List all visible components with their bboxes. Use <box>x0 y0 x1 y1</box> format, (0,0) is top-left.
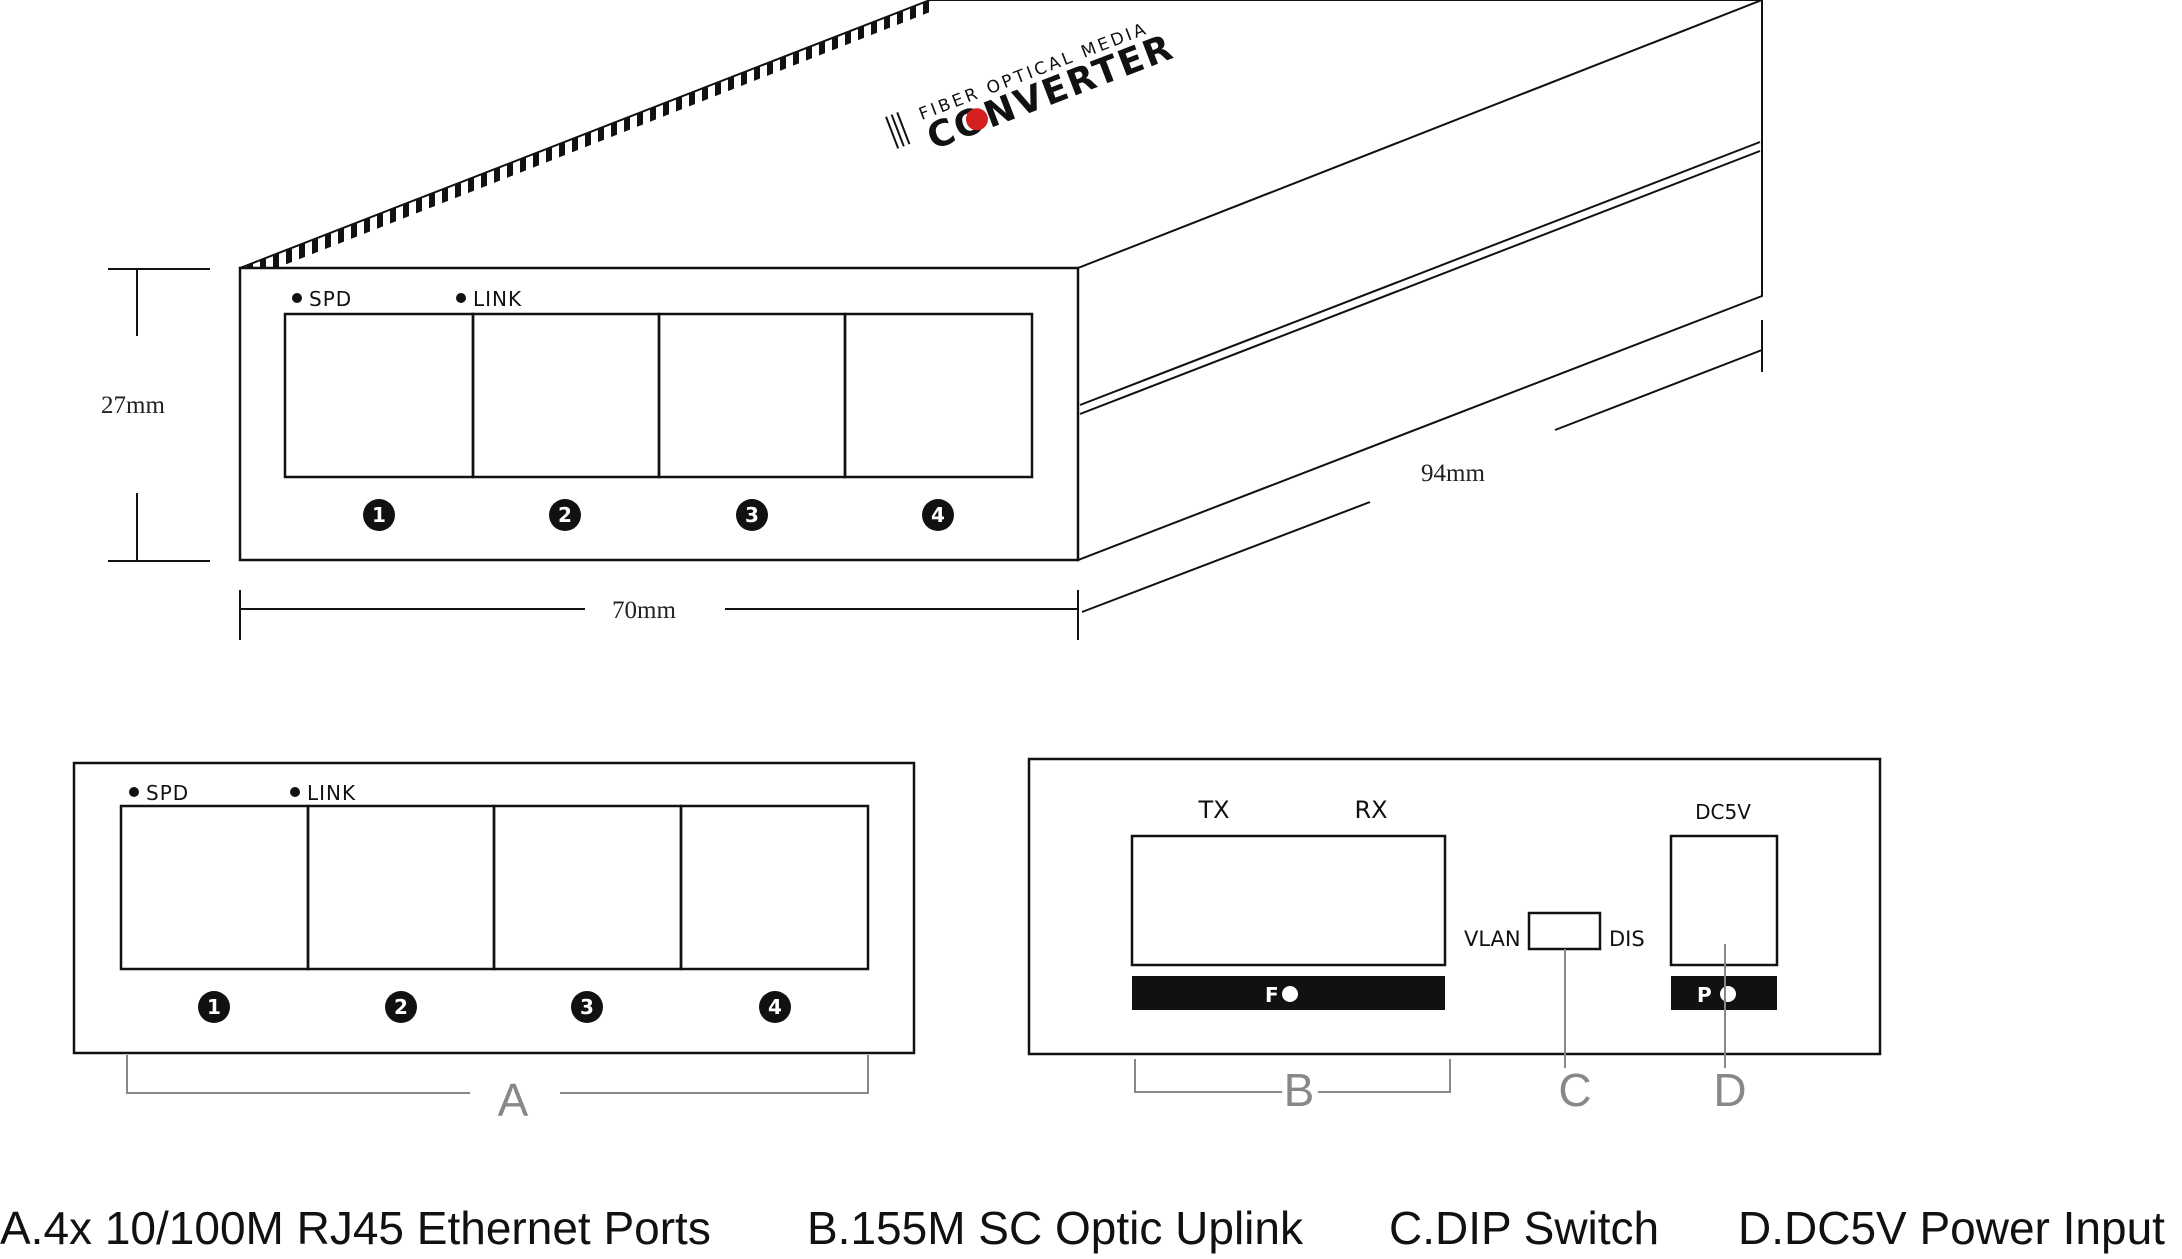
vlan-label: VLAN <box>1464 927 1521 951</box>
fiber-led-label: F <box>1265 983 1279 1007</box>
rj45-port-4 <box>843 312 1034 479</box>
brand-accent-icon <box>965 108 988 131</box>
legend-c: C.DIP Switch <box>1389 1202 1659 1254</box>
front-rj45-port-4 <box>679 804 870 971</box>
callout-a-bracket-left <box>126 1055 470 1094</box>
tx-label: TX <box>1197 796 1229 824</box>
front-port-number-2: 2 <box>385 991 417 1023</box>
front-port-number-4: 4 <box>759 991 791 1023</box>
link-led-icon <box>456 293 466 303</box>
power-led-label: P <box>1697 983 1712 1007</box>
depth-label: 94mm <box>1421 460 1485 487</box>
port-number-4: 4 <box>922 499 954 531</box>
device-side-groove-2 <box>1079 150 1761 415</box>
front-port-number-3: 3 <box>571 991 603 1023</box>
width-label: 70mm <box>612 597 676 624</box>
legend: A.4x 10/100M RJ45 Ethernet Ports B.155M … <box>0 1202 2165 1254</box>
depth-dimension <box>1081 320 1763 613</box>
svg-text:1: 1 <box>207 995 221 1019</box>
link-led-label: LINK <box>473 287 522 311</box>
rx-label: RX <box>1354 796 1387 824</box>
power-led-icon <box>1720 986 1736 1002</box>
front-link-led-label: LINK <box>307 781 356 805</box>
svg-text:4: 4 <box>768 995 782 1019</box>
svg-text:3: 3 <box>580 995 594 1019</box>
svg-text:1: 1 <box>372 503 386 527</box>
svg-text:3: 3 <box>745 503 759 527</box>
device-left-vent-edge <box>240 0 930 280</box>
svg-text:2: 2 <box>558 503 572 527</box>
front-spd-led-label: SPD <box>146 781 189 805</box>
legend-b: B.155M SC Optic Uplink <box>807 1202 1304 1254</box>
port-number-2: 2 <box>549 499 581 531</box>
device-side-groove-1 <box>1079 141 1761 406</box>
callout-a-label: A <box>498 1074 529 1126</box>
legend-a: A.4x 10/100M RJ45 Ethernet Ports <box>0 1202 711 1254</box>
svg-text:2: 2 <box>394 995 408 1019</box>
port-number-3: 3 <box>736 499 768 531</box>
callout-b-label: B <box>1284 1064 1315 1116</box>
callout-c-label: C <box>1558 1064 1591 1116</box>
callout-b-bracket-left <box>1134 1059 1282 1093</box>
width-dimension <box>239 590 1079 640</box>
spd-led-icon <box>292 293 302 303</box>
port-number-1: 1 <box>363 499 395 531</box>
sc-optic-port <box>1130 834 1447 967</box>
callout-d-label: D <box>1713 1064 1746 1116</box>
height-dimension <box>108 268 210 562</box>
legend-d: D.DC5V Power Input <box>1738 1202 2165 1254</box>
front-spd-led-icon <box>129 787 139 797</box>
device-3d-view: FIBER OPTICAL MEDIA CONVERTER SPD LINK 1… <box>101 0 1763 640</box>
front-panel-view: SPD LINK 1 2 3 4 A <box>72 761 916 1126</box>
callout-b-bracket-right <box>1318 1059 1451 1093</box>
height-label: 27mm <box>101 392 165 419</box>
svg-text:4: 4 <box>931 503 945 527</box>
dc5v-label: DC5V <box>1695 800 1751 824</box>
front-port-number-1: 1 <box>198 991 230 1023</box>
fiber-led-icon <box>1282 986 1298 1002</box>
callout-a-bracket-right <box>560 1055 869 1094</box>
front-link-led-icon <box>290 787 300 797</box>
dis-label: DIS <box>1609 927 1645 951</box>
spd-led-label: SPD <box>309 287 352 311</box>
rear-panel-view: TX RX F VLAN DIS DC5V P B C D <box>1027 757 1882 1116</box>
